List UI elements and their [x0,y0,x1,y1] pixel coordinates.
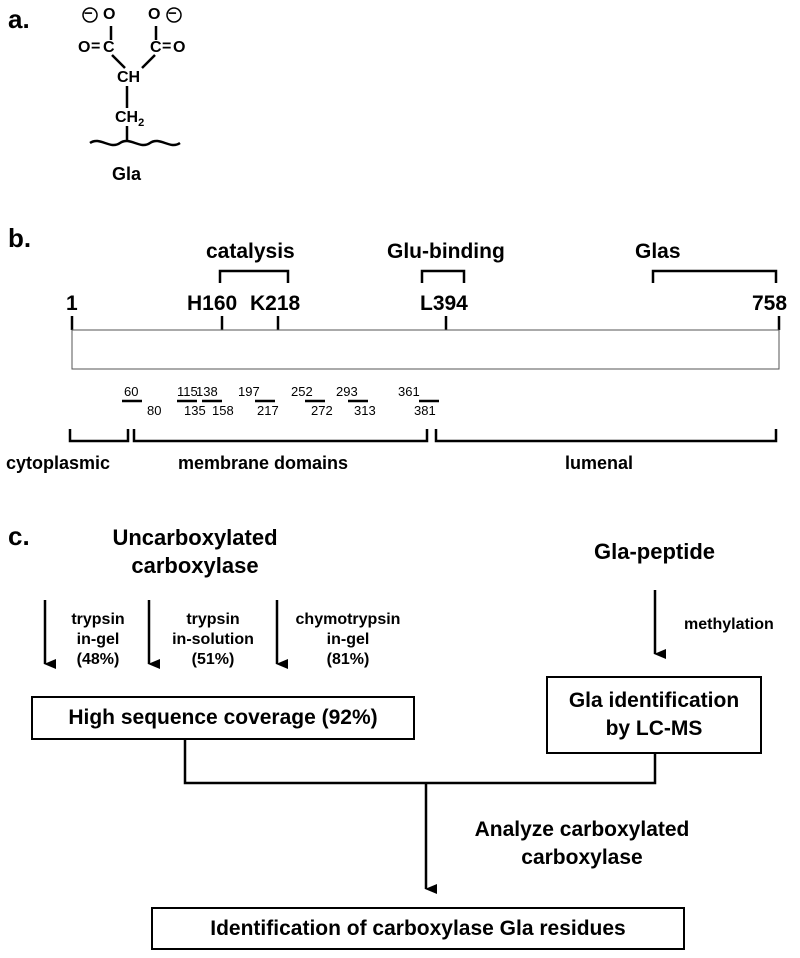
digest-line-1: chymotrypsin [295,611,401,628]
double-bond-right: = [162,38,172,55]
bond-c1-ch [111,54,126,69]
final-box-text: Identification of carboxylase Gla residu… [210,917,626,940]
coverage-box: High sequence coverage (92%) [31,696,415,740]
position-l394-label: L394 [420,292,468,315]
uncarboxylated-line-2: carboxylase [131,553,259,578]
catalysis-label: catalysis [206,240,295,263]
analyze-label: Analyze carboxylated carboxylase [440,816,724,872]
tm-end-label: 272 [311,403,333,418]
tm-end-label: 381 [414,403,436,418]
panel-c-label: c. [8,521,30,551]
tm-end-label: 135 [184,403,206,418]
final-box: Identification of carboxylase Gla residu… [151,907,685,950]
lumenal-bracket [434,429,778,443]
coverage-box-text: High sequence coverage (92%) [68,706,378,729]
tm-start-label: 138 [196,384,218,399]
analyze-line-2: carboxylase [521,846,643,869]
tm-start-label: 293 [336,384,358,399]
gla-peptide-title: Gla-peptide [594,539,716,564]
gla-structure-bonds [82,7,182,147]
tm-start-label: 252 [291,384,313,399]
tm-end-label: 158 [212,403,234,418]
panel-a-label: a. [8,4,30,34]
tm-start-label: 197 [238,384,260,399]
position-k218-label: K218 [250,292,301,315]
ch2-subscript: 2 [138,117,145,130]
charge-circle-right [166,7,182,23]
charge-circle-left [82,7,98,23]
glas-bracket [651,269,778,283]
digest-line-1: trypsin [71,611,125,628]
digest-line-1: trypsin [186,611,240,628]
double-bond-left: = [91,38,101,55]
join-connector [183,740,657,785]
membrane-bracket [132,429,429,443]
position-1-label: 1 [66,292,78,315]
oxygen-right: O [173,39,186,56]
lumenal-label: lumenal [565,453,634,473]
backbone-wavy [89,139,181,147]
top-brackets [218,269,778,283]
digest-trypsin-in-gel: trypsin in-gel (48%) [60,610,136,670]
charge-left: − [84,5,93,22]
digest-pct: (51%) [191,651,235,668]
bond-c2-ch [141,54,156,69]
tm-start-label: 60 [124,384,139,399]
digest-pct: (81%) [326,651,370,668]
charge-right: − [168,5,177,22]
digest-line-2: in-gel [76,631,120,648]
cytoplasmic-label: cytoplasmic [6,453,111,473]
digest-chymotrypsin-in-gel: chymotrypsin in-gel (81%) [288,610,408,670]
tm-start-label: 115 [177,384,198,399]
tm-end-label: 217 [257,403,279,418]
ch-group: CH [117,69,141,86]
glu-binding-label: Glu-binding [387,240,505,263]
tm-end-label: 313 [354,403,376,418]
digest-trypsin-in-solution: trypsin in-solution (51%) [160,610,266,670]
methylation-label: methylation [684,616,774,633]
protein-bar [71,329,780,370]
digest-line-2: in-gel [326,631,370,648]
panel-c-arrows [43,590,666,894]
uncarboxylated-line-1: Uncarboxylated [112,525,278,550]
gla-id-box: Gla identification by LC-MS [546,676,762,754]
membrane-domains-label: membrane domains [178,453,349,473]
domain-brackets [68,429,778,443]
glu-binding-bracket [420,269,466,283]
catalysis-bracket [218,269,290,283]
carbon-right: C [150,39,162,56]
glas-label: Glas [635,240,681,263]
carbon-left: C [103,39,115,56]
digest-line-2: in-solution [172,631,254,648]
cytoplasmic-bracket [68,429,130,443]
position-ticks [70,316,781,330]
gla-id-box-text: Gla identification by LC-MS [548,678,760,743]
gla-name: Gla [112,164,142,184]
gla-id-line-1: Gla identification [568,689,740,712]
oxygen-left: O [78,39,91,56]
uncarboxylated-title: Uncarboxylated carboxylase [95,524,295,580]
tm-end-label: 80 [147,403,162,418]
gla-id-line-2: by LC-MS [605,717,703,740]
oxygen-top-right: O [148,6,161,23]
panel-b-label: b. [8,223,32,253]
oxygen-top-left: O [103,6,116,23]
ch2-group: CH2 [115,110,144,129]
tm-start-label: 361 [398,384,420,399]
analyze-line-1: Analyze carboxylated [474,818,690,841]
digest-pct: (48%) [76,651,120,668]
position-758-label: 758 [752,292,788,315]
position-h160-label: H160 [187,292,238,315]
ch2-text: CH [115,109,139,126]
